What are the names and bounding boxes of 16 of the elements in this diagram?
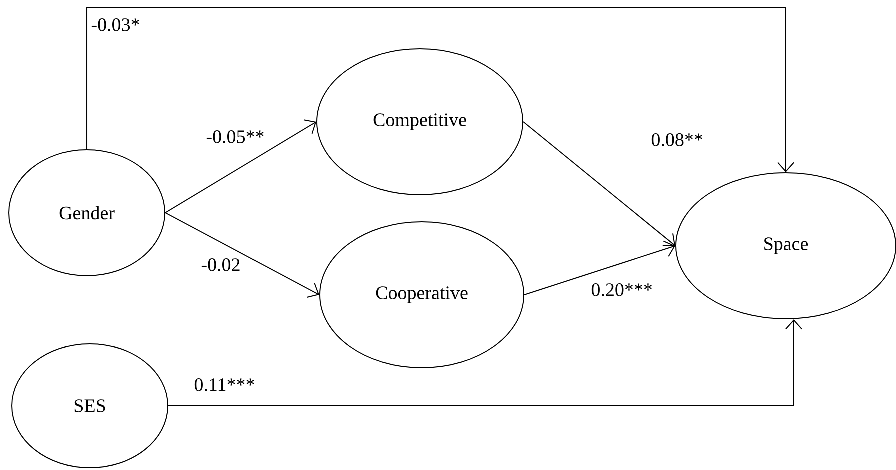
ellipse-node: Competitive [316,48,524,196]
ellipse-node: Gender [8,149,166,276]
arrow [165,212,320,298]
edge-label: -0.03* [90,18,142,32]
arrow [165,120,316,214]
edge-label: -0.02 [200,258,242,272]
ellipse-node: Cooperative [320,222,524,368]
edge-label: -0.05** [205,130,266,144]
ellipse-node: SES [12,344,168,468]
arrow [168,319,802,406]
edge-label: 0.08** [650,132,704,148]
arrow [523,122,676,247]
edge-label: 0.20*** [590,282,654,298]
arrow [524,240,676,296]
arrow [86,7,794,172]
edge-label: 0.11*** [193,378,256,392]
